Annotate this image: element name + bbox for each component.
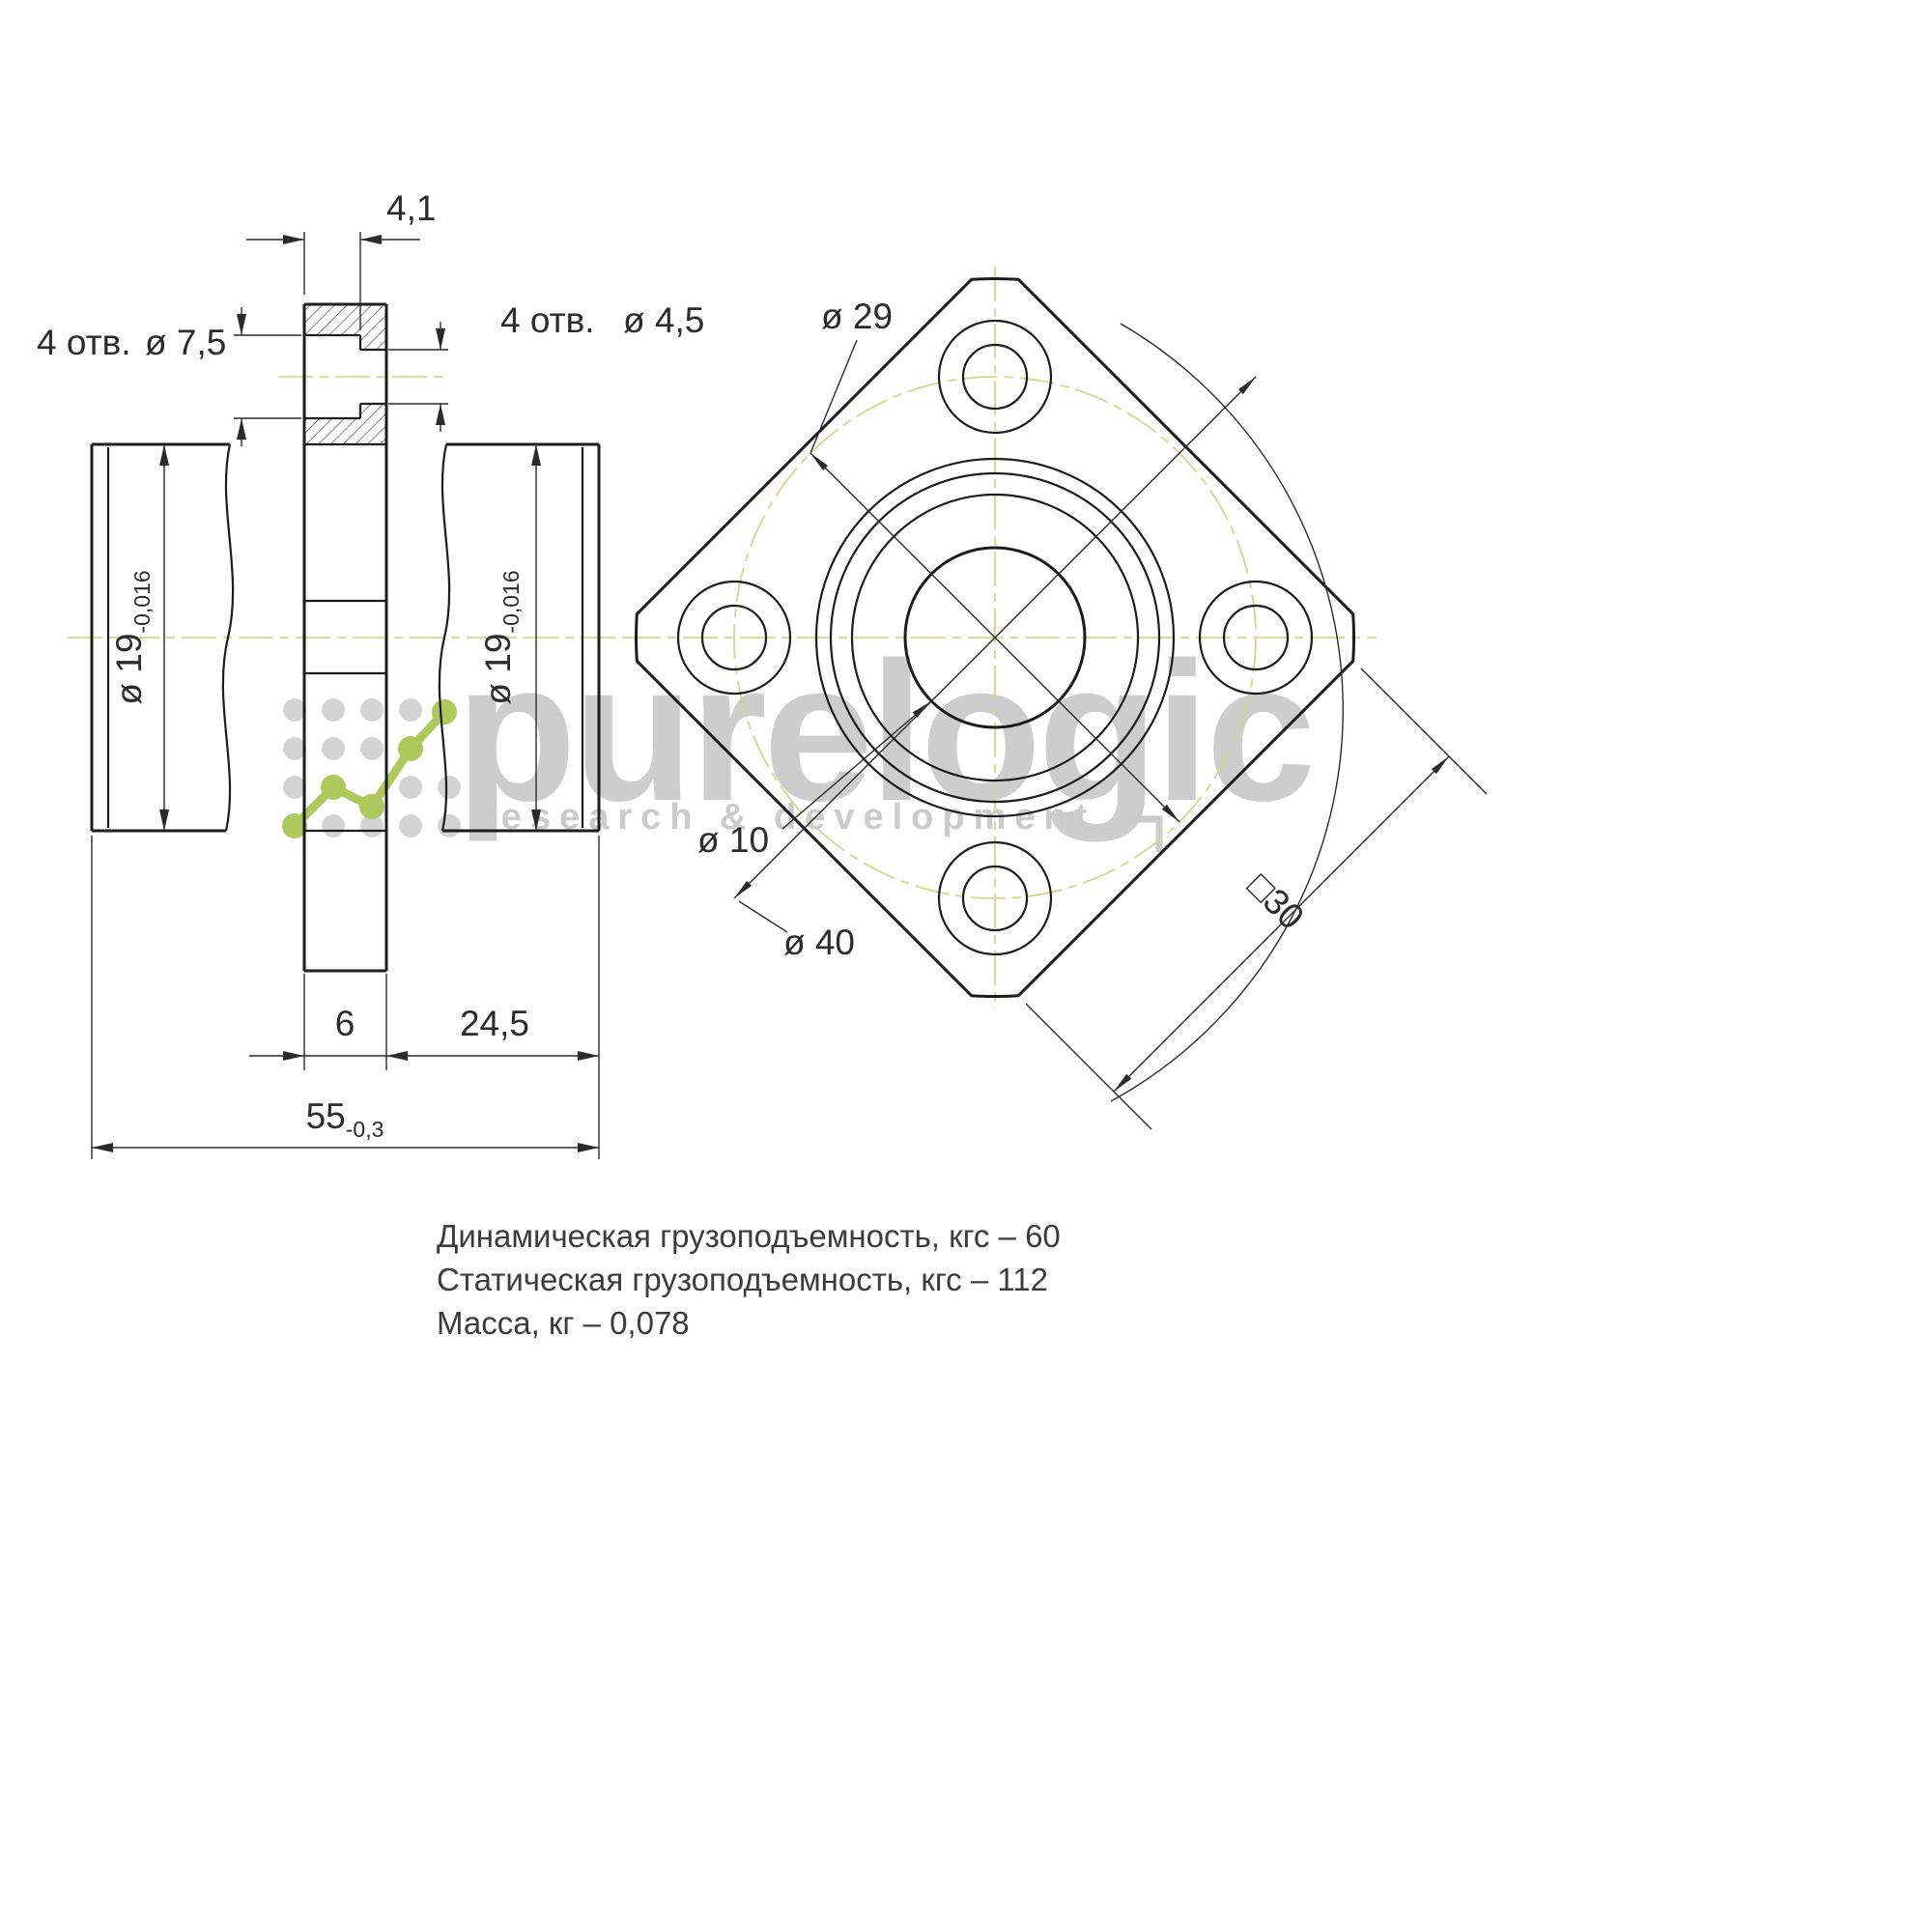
break-line-left [221,443,235,832]
logo-dots-icon [282,698,461,838]
dimension-dia-10: ø 10 [697,700,932,860]
dia-7-5-label: ø 7,5 [145,323,226,362]
bolt-circle-centerline [733,376,1257,899]
dia-19-left-label: ø 19-0,016 [109,570,155,704]
flange-outline [635,277,1355,998]
holes-qty-right-label: 4 отв. [500,300,595,340]
dimension-dia-7-5: 4 отв. ø 7,5 [37,307,301,446]
dia-19-right-label: ø 19-0,016 [478,570,524,704]
hatch-lower [304,404,386,444]
dimension-4-1: 4,1 [246,188,436,330]
dia-29-label: ø 29 [821,297,893,336]
flange-section [302,302,388,973]
dim-4-1-label: 4,1 [386,188,436,228]
square-30-label: □30 [1240,866,1312,937]
dimension-dia-19-right: ø 19-0,016 [478,444,541,831]
dia-40-label: ø 40 [783,923,855,962]
dimension-dia-19-left: ø 19-0,016 [109,444,169,831]
dimension-dia-40: ø 40 [733,376,1257,962]
dimension-dia-4-5: 4 отв. ø 4,5 [388,300,704,432]
break-line-right [438,443,451,832]
dia-4-5-label: ø 4,5 [623,300,704,340]
dim-24-5-label: 24,5 [460,1004,529,1043]
dim-55-label: 55-0,3 [306,1096,384,1142]
bearing-od-circle [829,471,1161,804]
outer-ring-circle [814,457,1176,818]
center-lines [68,267,1377,1009]
bolt-holes [676,319,1314,956]
spec-block: Динамическая грузоподъемность, кгс – 60 … [437,1218,1061,1341]
spec-mass: Масса, кг – 0,078 [437,1305,690,1341]
bore-circle [903,546,1087,729]
dimension-55: 55-0,3 [91,836,599,1159]
dim-6-label: 6 [335,1004,355,1043]
flange-diameter-arc [1110,323,1344,1102]
dia-10-label: ø 10 [697,820,769,860]
dimension-6-and-24-5: 6 24,5 [249,836,600,1159]
seal-ring-circle [850,493,1140,782]
holes-qty-left-label: 4 отв. [37,323,131,362]
hatch-upper [304,304,386,350]
spec-static-load: Статическая грузоподъемность, кгс – 112 [437,1262,1048,1297]
side-view: 4,1 4 отв. ø 7,5 4 отв. ø 4,5 [37,188,704,1159]
spec-dynamic-load: Динамическая грузоподъемность, кгс – 60 [437,1218,1061,1254]
